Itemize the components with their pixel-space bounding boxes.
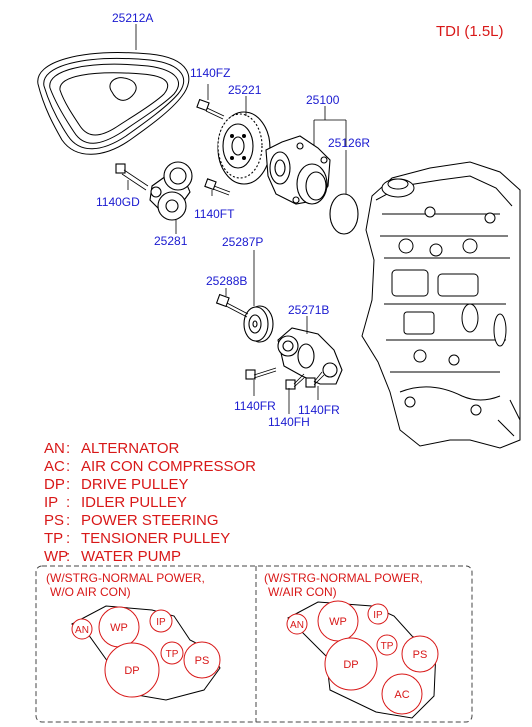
pulley-an-left-label: AN — [75, 625, 89, 636]
idler-bracket — [277, 327, 343, 385]
pulley-wp-right-label: WP — [329, 616, 347, 628]
layout-right-title-1: (W/STRG-NORMAL POWER, — [264, 571, 423, 585]
legend-abbr-ps: PS — [44, 512, 64, 529]
label-25287p: 25287P — [222, 235, 263, 249]
legend-sep-dp: : — [66, 476, 70, 493]
legend-sep-tp: : — [66, 530, 70, 547]
part-labels: 25212A 1140FZ 25221 25100 25126R 1140GD … — [96, 11, 370, 429]
pulley-dp-left — [104, 642, 160, 698]
legend-sep-an: : — [66, 440, 70, 457]
label-25271b: 25271B — [288, 303, 329, 317]
label-25126r: 25126R — [328, 136, 370, 150]
label-1140fr-right: 1140FR — [298, 403, 340, 417]
bolt-1140ft — [204, 178, 231, 196]
belt-layout-with-aircon: (W/STRG-NORMAL POWER, W/AIR CON) AN WP I… — [264, 571, 439, 719]
legend-abbr-dp: DP — [44, 476, 65, 493]
layout-right-title-2: W/AIR CON) — [268, 585, 337, 599]
pulley-tp-right — [376, 634, 398, 656]
label-1140ft: 1140FT — [194, 207, 235, 221]
pulley-ps-right — [401, 635, 439, 673]
layout-left-title-1: (W/STRG-NORMAL POWER, — [46, 571, 205, 585]
label-25100: 25100 — [306, 93, 340, 107]
legend-sep-ps: : — [66, 512, 70, 529]
legend-text-an: ALTERNATOR — [81, 440, 180, 457]
pulley-wp-left-label: WP — [110, 622, 128, 634]
pulley-dp-right — [324, 637, 378, 691]
water-pump — [265, 135, 331, 205]
legend-text-dp: DRIVE PULLEY — [81, 476, 189, 493]
layout-left-title-2: W/O AIR CON) — [50, 585, 131, 599]
label-25221: 25221 — [228, 83, 262, 97]
legend-abbr-tp: TP — [44, 530, 63, 547]
legend-abbr-ac: AC — [44, 458, 65, 475]
pulley-dp-right-label: DP — [343, 659, 358, 671]
pulley-tp-right-label: TP — [381, 641, 394, 652]
idler-pulley — [243, 305, 274, 343]
pulley-ac-right — [381, 673, 423, 715]
pulley-ip-right — [367, 603, 389, 625]
legend-abbr-ip: IP — [44, 494, 58, 511]
pulley-an-left — [71, 618, 93, 640]
label-25281: 25281 — [154, 234, 188, 248]
label-1140gd: 1140GD — [96, 195, 140, 209]
pulley-ps-left-label: PS — [195, 655, 210, 667]
water-pump-pulley — [217, 111, 271, 185]
bolt-1140gd — [115, 163, 149, 191]
legend-text-wp: WATER PUMP — [81, 548, 181, 565]
bolt-1140fr-left — [245, 367, 277, 380]
pulley-an-right — [286, 613, 308, 635]
legend-abbr-an: AN — [44, 440, 65, 457]
legend-text-ps: POWER STEERING — [81, 512, 219, 529]
pulley-an-right-label: AN — [290, 620, 304, 631]
belt-layout-frame — [35, 565, 473, 723]
label-25288b: 25288B — [206, 274, 247, 288]
pulley-dp-left-label: DP — [124, 665, 139, 677]
pulley-tp-left — [160, 641, 184, 665]
label-1140fh: 1140FH — [268, 415, 310, 429]
abbreviation-legend: AN : ALTERNATOR AC : AIR CON COMPRESSOR … — [44, 440, 256, 565]
label-1140fz: 1140FZ — [190, 66, 230, 80]
tensioner-assembly — [149, 161, 193, 221]
bolt-25288b — [215, 293, 249, 318]
bolt-1140fh — [285, 373, 306, 390]
pulley-ip-left-label: IP — [156, 617, 166, 628]
belt-layout-without-aircon: (W/STRG-NORMAL POWER, W/O AIR CON) AN WP… — [46, 571, 221, 701]
legend-sep-ip: : — [66, 494, 70, 511]
engine-block — [361, 161, 521, 449]
pulley-ps-left — [183, 641, 221, 679]
legend-sep-ac: : — [66, 458, 70, 475]
leader-lines — [127, 24, 347, 414]
pulley-ps-right-label: PS — [413, 649, 428, 661]
bolt-1140fr-right — [305, 371, 325, 388]
water-pump-gasket — [329, 193, 359, 235]
label-1140fr-left: 1140FR — [234, 399, 276, 413]
legend-sep-wp: : — [66, 548, 70, 565]
pulley-tp-left-label: TP — [166, 649, 179, 660]
pulley-ac-right-label: AC — [394, 689, 409, 701]
pulley-ip-left — [149, 609, 173, 633]
legend-text-ac: AIR CON COMPRESSOR — [81, 458, 256, 475]
legend-text-tp: TENSIONER PULLEY — [81, 530, 230, 547]
model-label: TDI (1.5L) — [436, 23, 504, 40]
legend-abbr-wp: WP — [44, 548, 68, 565]
pulley-ip-right-label: IP — [373, 610, 383, 621]
legend-text-ip: IDLER PULLEY — [81, 494, 187, 511]
drive-belt — [37, 52, 190, 155]
label-25212a: 25212A — [112, 11, 153, 25]
bolt-1140fz — [196, 98, 225, 120]
